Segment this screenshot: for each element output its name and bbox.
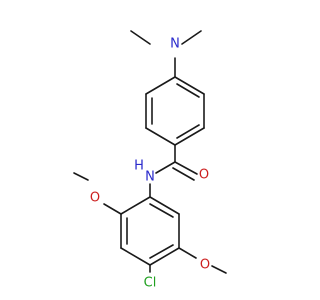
bond-ring1-c-inner	[176, 124, 200, 139]
bond-ring1-a	[174, 76, 205, 95]
atom-label-methoxy-o-left: O	[90, 191, 100, 206]
bond-ome-right-o	[178, 247, 197, 259]
bond-ring1-d	[145, 127, 176, 146]
bond-ring2-d	[149, 247, 180, 266]
bond-carbonyl-a	[174, 161, 198, 175]
atom-label-layer: N O N H O O Cl	[90, 37, 210, 291]
bond-ring2-a	[120, 196, 151, 215]
atom-label-dimethylamino-n: N	[170, 37, 180, 52]
bond-ome-right-me	[211, 265, 227, 274]
bond-ring2-d-inner	[149, 244, 174, 259]
bond-ring2-f-inner	[149, 203, 174, 218]
atom-label-chlorine: Cl	[144, 276, 157, 291]
atom-label-methoxy-o-right: O	[200, 258, 210, 273]
bond-nme-left	[130, 30, 151, 45]
molecule-structure: N O N H O O Cl	[73, 30, 227, 291]
bond-carbonyl-b	[172, 167, 195, 181]
bond-ring2-f	[149, 196, 180, 215]
bond-ring1-c	[174, 127, 205, 146]
bond-ome-left-o	[103, 203, 122, 215]
bond-nme-right	[181, 30, 202, 45]
atom-label-carbonyl-o: O	[199, 168, 209, 183]
bond-ome-left-me	[73, 172, 89, 181]
bond-amide-cn	[155, 161, 176, 174]
bond-layer	[73, 30, 227, 274]
bond-ring1-a-inner	[176, 83, 200, 98]
bond-ring1-f	[145, 76, 176, 95]
atom-label-amide-h: H	[134, 159, 144, 174]
bond-ring2-c	[120, 247, 151, 266]
atom-label-amide-n: N	[145, 170, 155, 185]
